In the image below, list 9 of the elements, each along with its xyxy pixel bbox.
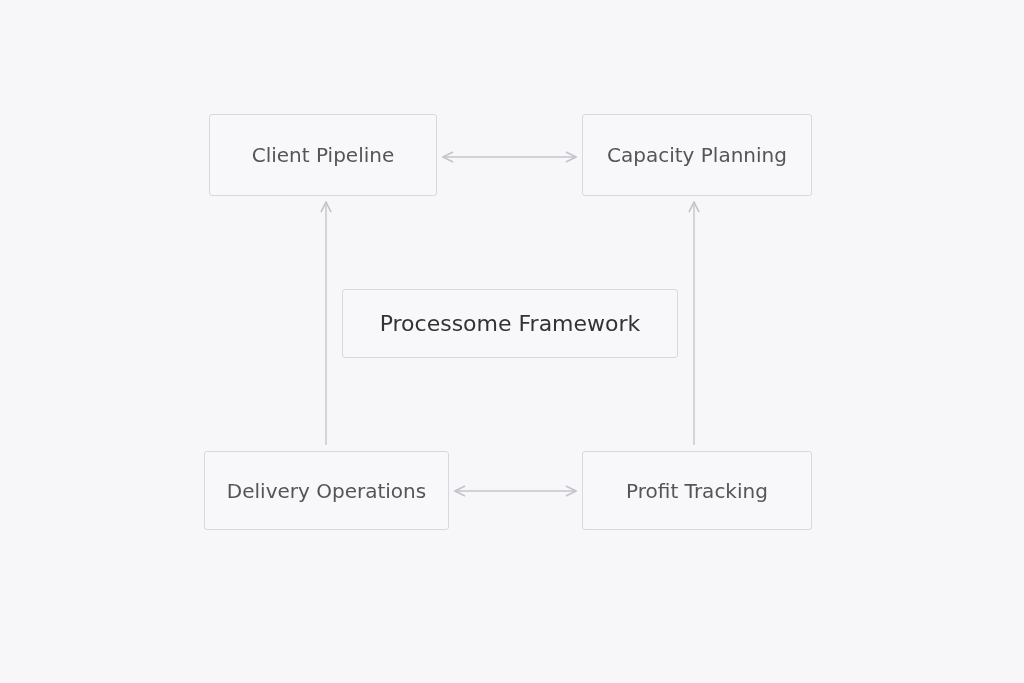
process-box: Capacity Planning [582, 114, 812, 196]
arrow [442, 151, 577, 163]
process-box: Delivery Operations [204, 451, 449, 530]
process-box: Processome Framework [342, 289, 678, 358]
arrow [688, 201, 700, 446]
process-box: Profit Tracking [582, 451, 812, 530]
arrow [454, 485, 577, 497]
process-box: Client Pipeline [209, 114, 437, 196]
arrow [320, 201, 332, 446]
